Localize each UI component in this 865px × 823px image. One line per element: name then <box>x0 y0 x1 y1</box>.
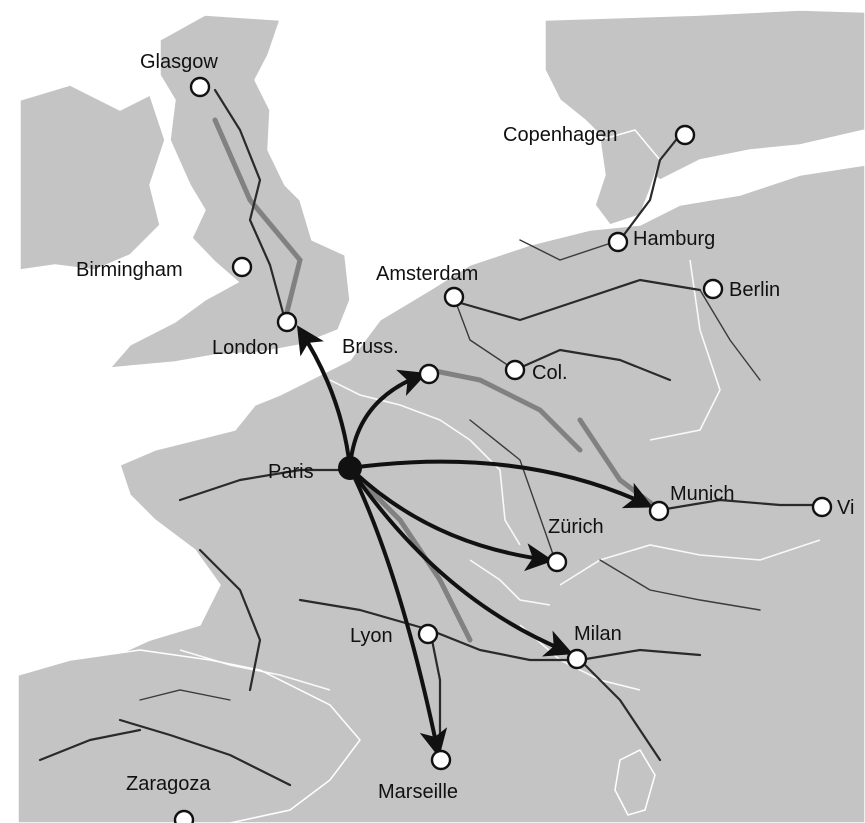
rail-1 <box>238 468 352 482</box>
city-marker-zurich[interactable] <box>546 551 568 573</box>
rail-hs-1 <box>212 117 303 323</box>
city-marker-marseille[interactable] <box>430 749 452 771</box>
border-alps <box>559 539 821 586</box>
rail-thin-4 <box>599 559 761 611</box>
city-marker-cologne[interactable] <box>504 359 526 381</box>
rail-4 <box>448 278 702 322</box>
city-label-brussels: Bruss. <box>342 336 399 358</box>
rail-10 <box>118 718 292 787</box>
rail-hs-2 <box>347 467 473 643</box>
city-marker-milan[interactable] <box>566 648 588 670</box>
city-label-copenhagen: Copenhagen <box>503 124 618 146</box>
route-paris-milan <box>348 466 574 657</box>
rail-thin-3 <box>699 289 761 381</box>
city-marker-berlin[interactable] <box>702 278 724 300</box>
city-label-vienna: Vi <box>837 497 854 519</box>
city-label-paris: Paris <box>268 461 314 483</box>
land-iberia <box>17 649 361 823</box>
rail-8 <box>658 498 822 512</box>
rail-thin-1 <box>454 299 516 371</box>
route-paris-munich <box>348 459 654 509</box>
city-marker-birmingham[interactable] <box>231 256 253 278</box>
rail-9 <box>578 658 662 762</box>
city-marker-vienna[interactable] <box>811 496 833 518</box>
city-marker-glasgow[interactable] <box>189 76 211 98</box>
rail-3 <box>213 88 287 322</box>
route-paris-brussels <box>348 369 428 470</box>
border-germany-east <box>649 259 721 441</box>
city-marker-paris[interactable] <box>338 456 362 480</box>
city-labels: Glasgow Copenhagen Hamburg Birmingham Am… <box>76 51 854 803</box>
border-france-belgium <box>329 379 471 441</box>
country-borders <box>179 259 821 691</box>
city-marker-lyon[interactable] <box>417 623 439 645</box>
rail-thin-6 <box>519 239 621 261</box>
border-france-swiss <box>469 559 551 606</box>
city-label-zaragoza: Zaragoza <box>126 773 211 795</box>
routes-from-paris <box>296 325 654 758</box>
land-ireland <box>19 84 166 271</box>
city-label-zurich: Zürich <box>548 516 604 538</box>
rail-hs-3 <box>427 367 583 453</box>
city-label-munich: Munich <box>670 483 734 505</box>
city-label-birmingham: Birmingham <box>76 259 183 281</box>
city-marker-brussels[interactable] <box>418 363 440 385</box>
city-markers <box>173 76 833 823</box>
city-label-glasgow: Glasgow <box>140 51 218 73</box>
city-label-berlin: Berlin <box>729 279 780 301</box>
rail-5 <box>618 133 682 242</box>
city-label-london: London <box>212 337 279 359</box>
rail-11 <box>38 728 142 762</box>
city-label-hamburg: Hamburg <box>633 228 715 250</box>
city-marker-hamburg[interactable] <box>607 231 629 253</box>
rail-12 <box>198 548 262 692</box>
route-paris-london <box>296 325 352 470</box>
city-label-lyon: Lyon <box>350 625 393 647</box>
land-island <box>614 749 656 816</box>
rail-7 <box>428 628 702 662</box>
rail-thin-5 <box>139 689 231 701</box>
border-italy <box>519 624 641 691</box>
city-marker-munich[interactable] <box>648 500 670 522</box>
route-paris-zurich <box>348 466 554 572</box>
landmasses <box>17 9 865 823</box>
city-marker-london[interactable] <box>276 311 298 333</box>
rail-6 <box>513 348 672 382</box>
land-great-britain <box>108 14 351 369</box>
city-label-milan: Milan <box>574 623 622 645</box>
rail-2 <box>178 478 242 502</box>
rail-thin-2 <box>469 419 556 561</box>
route-paris-marseille <box>348 466 448 758</box>
city-marker-amsterdam[interactable] <box>443 286 465 308</box>
city-label-cologne: Col. <box>532 362 568 384</box>
city-marker-zaragoza[interactable] <box>173 809 195 823</box>
city-label-marseille: Marseille <box>378 781 458 803</box>
city-marker-copenhagen[interactable] <box>674 124 696 146</box>
border-france-germany <box>469 439 521 546</box>
city-label-amsterdam: Amsterdam <box>376 263 478 285</box>
